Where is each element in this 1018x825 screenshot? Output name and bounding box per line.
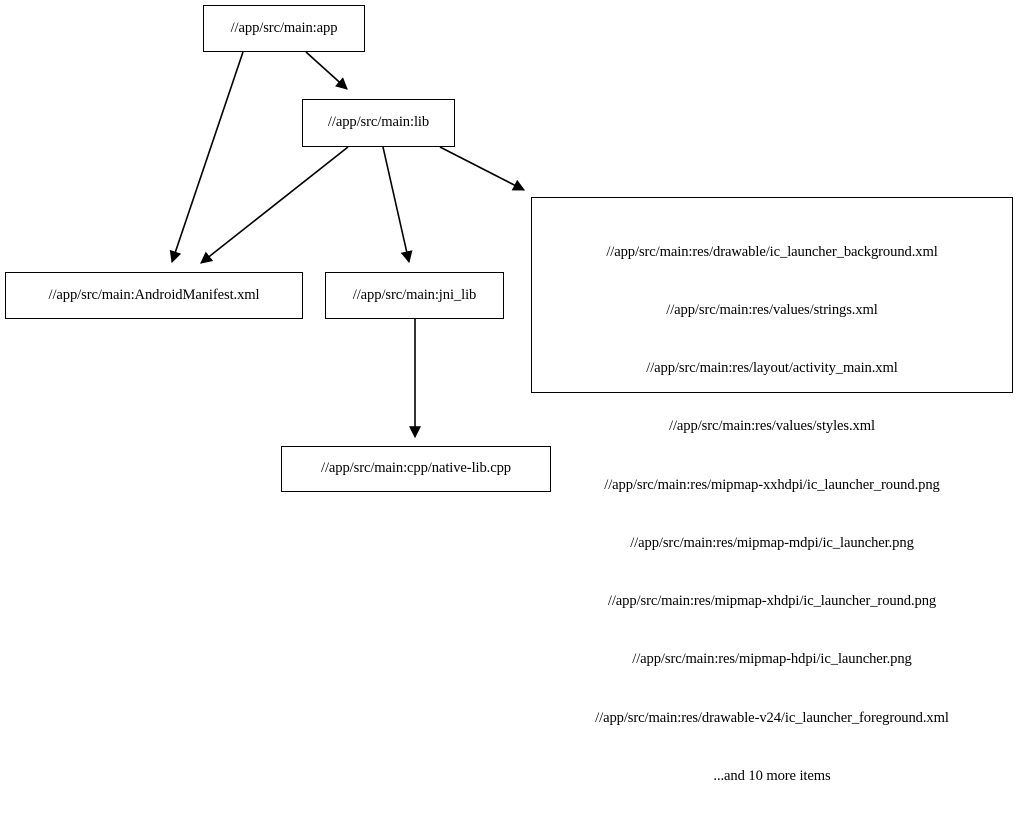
- node-res-line-2: //app/src/main:res/values/strings.xml: [666, 302, 878, 319]
- edge-app-to-lib: [305, 51, 348, 90]
- node-jni-lib-label: //app/src/main:jni_lib: [352, 286, 477, 303]
- edge-lib-to-res: [439, 146, 526, 191]
- node-native-lib-cpp-label: //app/src/main:cpp/native-lib.cpp: [320, 460, 511, 477]
- edge-app-to-manifest: [169, 51, 244, 264]
- node-res-line-4: //app/src/main:res/values/styles.xml: [669, 418, 875, 435]
- node-res-line-8: //app/src/main:res/mipmap-hdpi/ic_launch…: [632, 651, 912, 668]
- node-res-more-items-label: ...and 10 more items: [713, 767, 831, 784]
- node-jni-lib[interactable]: //app/src/main:jni_lib: [325, 272, 504, 319]
- node-res-line-7: //app/src/main:res/mipmap-xhdpi/ic_launc…: [607, 593, 937, 610]
- node-res-line-6: //app/src/main:res/mipmap-mdpi/ic_launch…: [630, 534, 914, 551]
- node-res-line-5: //app/src/main:res/mipmap-xxhdpi/ic_laun…: [604, 476, 940, 493]
- node-native-lib-cpp[interactable]: //app/src/main:cpp/native-lib.cpp: [281, 446, 551, 492]
- node-res-line-9: //app/src/main:res/drawable-v24/ic_launc…: [595, 709, 949, 726]
- node-res-line-1: //app/src/main:res/drawable/ic_launcher_…: [606, 243, 938, 260]
- node-res-file-list[interactable]: //app/src/main:res/drawable/ic_launcher_…: [531, 197, 1013, 784]
- node-android-manifest[interactable]: //app/src/main:AndroidManifest.xml: [5, 272, 303, 319]
- node-res-line-3: //app/src/main:res/layout/activity_main.…: [646, 360, 898, 377]
- edge-lib-to-jni-lib: [382, 146, 413, 264]
- node-lib[interactable]: //app/src/main:lib: [302, 99, 455, 147]
- dependency-graph-canvas: //app/src/main:app //app/src/main:lib //…: [5, 5, 1013, 784]
- node-app-label: //app/src/main:app: [230, 19, 338, 36]
- edge-lib-to-manifest: [200, 146, 349, 264]
- node-lib-label: //app/src/main:lib: [327, 114, 430, 131]
- node-app[interactable]: //app/src/main:app: [203, 5, 365, 52]
- node-android-manifest-label: //app/src/main:AndroidManifest.xml: [48, 286, 260, 303]
